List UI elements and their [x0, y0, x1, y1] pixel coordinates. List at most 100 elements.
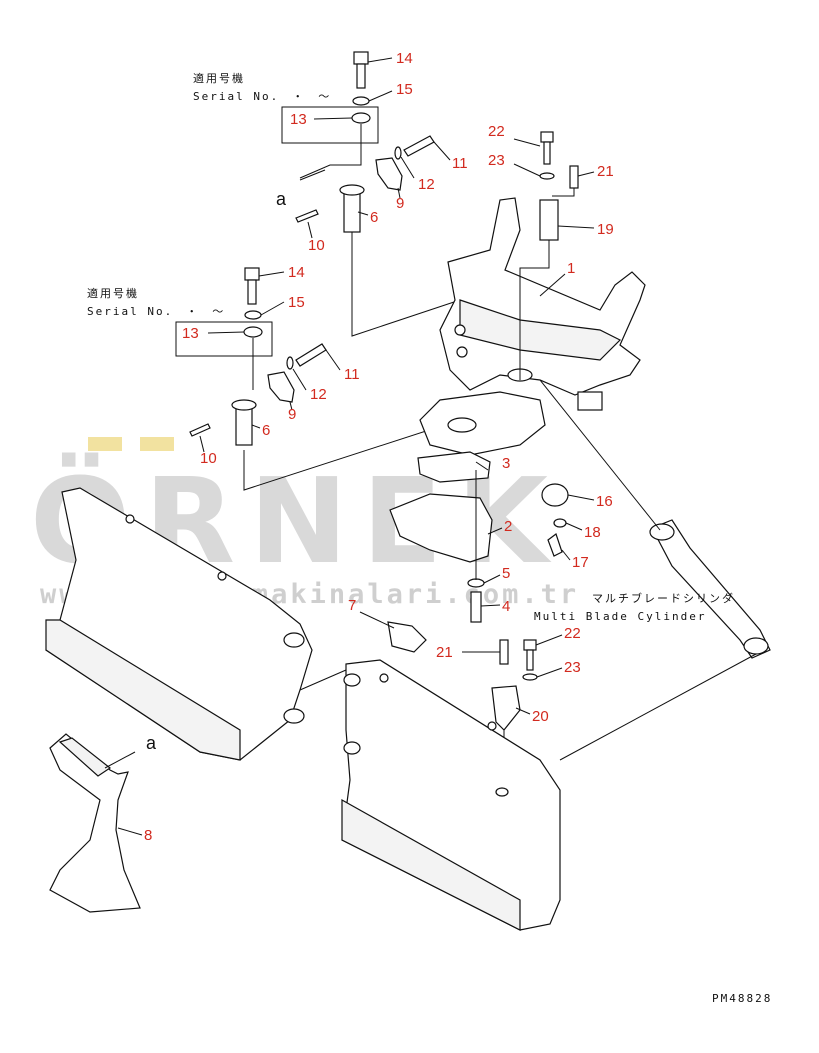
frame-hole-lower [456, 346, 468, 358]
frame-base-plate [419, 391, 546, 456]
pin-6a [343, 189, 361, 233]
serial-note-lower-en: Serial No. ・ 〜 [87, 305, 225, 318]
left-blade-cutting-edge [45, 619, 241, 761]
blade-link [299, 669, 347, 691]
leader-12a [400, 156, 415, 179]
bolt-17 [547, 533, 563, 557]
serial-note-upper-en: Serial No. ・ 〜 [193, 90, 331, 103]
frame-base-boss [447, 417, 477, 433]
right-blade-center-hole [495, 787, 509, 797]
washer-23b [522, 673, 538, 681]
bolt-head-14b [244, 267, 260, 281]
left-blade-bolt-a [125, 514, 135, 524]
frame-hole-upper [454, 324, 466, 336]
grease-fitting-21a [569, 165, 579, 189]
cylinder-eye-upper [649, 523, 675, 541]
bolt-head-22b [523, 639, 537, 651]
washer-12b [286, 356, 294, 370]
leader-1 [539, 273, 566, 297]
callout-11-upper: 11 [452, 155, 468, 172]
bolt-shank-14b [247, 279, 257, 305]
serial-box-lower [175, 321, 273, 357]
leader-7 [359, 611, 395, 629]
leader-4 [480, 604, 501, 607]
washer-5 [467, 578, 485, 588]
cylinder-top-fittings [519, 131, 579, 380]
callout-23-lower: 23 [564, 659, 581, 676]
pin-10b [189, 423, 211, 437]
leader-16 [567, 494, 595, 501]
frame-web [459, 299, 622, 361]
callout-9-lower: 9 [288, 406, 296, 423]
bolt-shank-14a [356, 63, 366, 89]
callout-15-lower: 15 [288, 294, 305, 311]
view-label-a-top: a [276, 189, 287, 209]
collar-13a [351, 112, 371, 124]
callout-7: 7 [348, 597, 356, 614]
support-8 [49, 733, 141, 913]
callout-13-upper: 13 [290, 111, 307, 128]
callout-23-upper: 23 [488, 152, 505, 169]
bolt-4 [470, 591, 482, 623]
watermark-dot-left [88, 437, 122, 451]
collar-13b [243, 326, 263, 338]
assembly-line-upper [299, 124, 362, 179]
leader-23a [513, 163, 541, 177]
cylinder-link-upper [539, 379, 661, 531]
callout-2: 2 [504, 518, 512, 535]
leader-9b [289, 401, 293, 411]
callout-14-upper: 14 [396, 50, 413, 67]
shim-3 [417, 451, 491, 483]
bolt-11a [403, 135, 435, 157]
pin-10a [295, 209, 319, 223]
assembly-line-lower-pin [243, 419, 461, 491]
callout-17: 17 [572, 554, 589, 571]
pin-6b [235, 404, 253, 446]
cylinder-eye-lower [743, 637, 769, 655]
callout-12-lower: 12 [310, 386, 327, 403]
bolt-shank-22a [543, 141, 551, 165]
callout-22-lower: 22 [564, 625, 581, 642]
leader-6b [251, 424, 261, 429]
callout-5: 5 [502, 565, 510, 582]
assembly-line-upper-pin [351, 200, 461, 337]
pin-6b-head [231, 399, 257, 411]
callout-12-upper: 12 [418, 176, 435, 193]
cylinder-label-en: Multi Blade Cylinder [534, 610, 706, 623]
leader-15b [260, 301, 285, 316]
frame-bracket [577, 391, 603, 411]
right-blade-bolt-b [487, 721, 497, 731]
shim-2 [389, 493, 493, 563]
washer-15b [244, 310, 262, 320]
pin-20 [491, 685, 521, 731]
leader-17 [561, 549, 571, 561]
leader-14b [258, 271, 285, 277]
callout-6-lower: 6 [262, 422, 270, 439]
right-blade [299, 659, 561, 931]
callout-10-lower: 10 [200, 450, 217, 467]
callout-6-upper: 6 [370, 209, 378, 226]
callout-13-lower: 13 [182, 325, 199, 342]
leader-20 [515, 707, 531, 715]
cylinder-body [651, 519, 771, 659]
left-blade [45, 487, 313, 761]
callout-3: 3 [502, 455, 510, 472]
cylinder-label-jp: マルチブレードシリンダ [592, 591, 735, 605]
right-blade-cutting-edge [341, 798, 521, 931]
callout-22-upper: 22 [488, 123, 505, 140]
serial-note-lower-jp: 適用号機 [87, 286, 139, 300]
blade-frame-1 [419, 197, 646, 456]
callout-14-lower: 14 [288, 264, 305, 281]
bolt-11b [295, 343, 327, 367]
callout-8: 8 [144, 827, 152, 844]
right-blade-hinge-top [343, 673, 361, 687]
leader-8 [117, 827, 143, 836]
bracket-7 [387, 621, 427, 653]
multi-blade-cylinder [539, 379, 771, 761]
bolt-shank-22b [526, 649, 534, 671]
right-blade-hinge-bottom [343, 741, 361, 755]
leader-23b [536, 667, 563, 678]
callout-21-lower: 21 [436, 644, 453, 661]
serial-note-upper-jp: 適用号機 [193, 71, 245, 85]
